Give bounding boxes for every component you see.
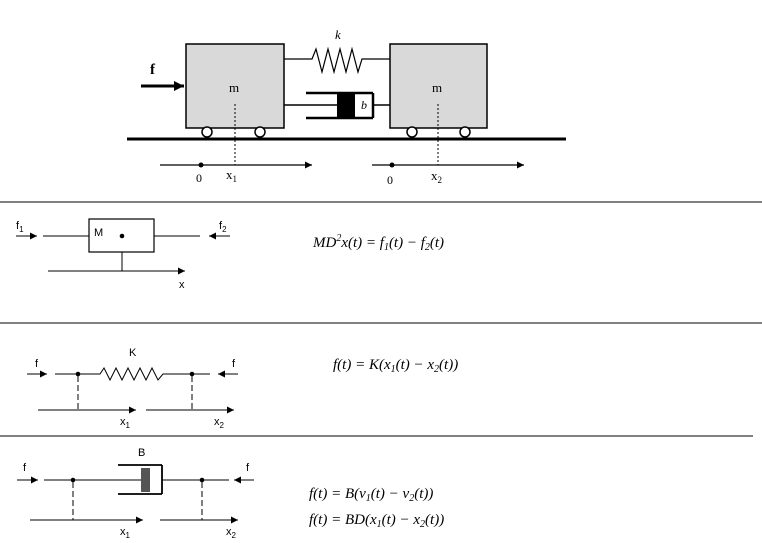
spring-label: K [129, 347, 137, 359]
spring-f-left-label: f [35, 358, 39, 370]
x2-origin-dot [389, 162, 395, 168]
spring-k [284, 46, 390, 75]
spring-right-node [189, 371, 195, 377]
damper-x1-label: x1 [120, 526, 131, 540]
force-label: f [150, 62, 156, 78]
mass-equation: MD2x(t) = f1(t) − f2(t) [312, 233, 444, 253]
mass-1-wheel-right [254, 126, 266, 138]
damper-b [284, 91, 390, 120]
spring-f-right-label: f [232, 358, 236, 370]
mass-element-section: f1 M f2 x MD2x(t) = f1(t) − f2(t) [16, 218, 444, 291]
mass-1-wheel-left [201, 126, 213, 138]
damper-b-label: b [361, 98, 367, 112]
mass-box-label: M [94, 227, 103, 239]
mass-2-wheel-left [406, 126, 418, 138]
x2-axis-label: x2 [431, 168, 442, 185]
x1-axis-label: x1 [226, 167, 237, 184]
spring-x1-label: x1 [120, 416, 131, 430]
damper-f-left-label: f [23, 462, 27, 474]
damper-left-node [70, 477, 76, 483]
mass-f2-label: f2 [219, 220, 227, 234]
mass-x-label: x [179, 279, 185, 291]
two-mass-system: m m k b f 0 x1 0 x2 [127, 27, 566, 187]
x1-origin-dot [198, 162, 204, 168]
mass-2-wheel-right [459, 126, 471, 138]
spring-left-node [75, 371, 81, 377]
damper-element-section: B f f x1 x2 f(t) = B(v1(t) − v2(t)) f(t)… [17, 447, 444, 540]
damper-equation-1: f(t) = B(v1(t) − v2(t)) [309, 486, 433, 504]
damper-f-right-label: f [246, 462, 250, 474]
mass-2-label: m [432, 80, 442, 95]
spring-element-coil [55, 366, 210, 382]
damper-label: B [138, 447, 145, 459]
damper-element-body [44, 464, 229, 495]
spring-element-section: K f f x1 x2 f(t) = K(x1(t) − x2(t)) [27, 347, 458, 430]
spring-x2-label: x2 [214, 416, 225, 430]
spring-k-label: k [335, 27, 341, 42]
spring-equation: f(t) = K(x1(t) − x2(t)) [333, 357, 458, 375]
mass-center-dot [119, 233, 125, 239]
mass-f1-label: f1 [16, 220, 24, 234]
x1-origin-label: 0 [196, 171, 202, 185]
damper-x2-label: x2 [226, 526, 237, 540]
damper-equation-2: f(t) = BD(x1(t) − x2(t)) [309, 512, 444, 530]
damper-right-node [199, 477, 205, 483]
mass-1-label: m [229, 80, 239, 95]
x2-origin-label: 0 [387, 173, 393, 187]
